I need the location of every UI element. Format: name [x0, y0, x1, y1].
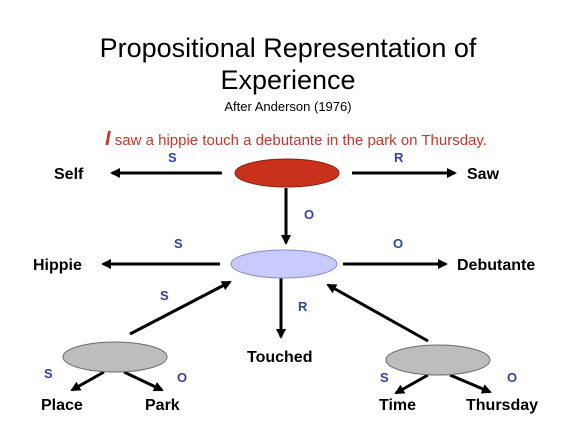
arrow-place-node-to-middle	[129, 280, 232, 336]
time-proposition-node	[385, 344, 491, 376]
arrow-thursday	[449, 373, 492, 394]
edge-label-mid-s: S	[174, 236, 183, 251]
edge-label-mid-o: O	[393, 236, 403, 251]
node-label-self: Self	[54, 166, 84, 183]
example-sentence: I saw a hippie touch a debutante in the …	[0, 128, 576, 151]
edge-label-time-s: S	[380, 370, 389, 385]
arrow-place	[70, 370, 105, 392]
edge-label-top-o: O	[304, 207, 314, 222]
title-line-1: Propositional Representation of	[99, 33, 477, 63]
arrow-time-node-to-middle	[326, 283, 429, 343]
sentence-emphasis: I	[105, 128, 111, 150]
arrow-time	[394, 373, 429, 395]
top-proposition-node	[234, 158, 340, 188]
edge-label-place-link-s: S	[160, 288, 169, 303]
diagram-title: Propositional Representation of Experien…	[0, 32, 576, 96]
arrow-park	[123, 370, 164, 392]
edge-label-time-o: O	[507, 370, 517, 385]
middle-proposition-node	[230, 249, 338, 279]
node-label-hippie: Hippie	[33, 257, 82, 274]
node-label-saw: Saw	[467, 166, 500, 183]
node-label-debutante: Debutante	[457, 257, 535, 274]
node-label-time: Time	[379, 397, 416, 414]
edge-label-top-s: S	[168, 150, 177, 165]
edge-label-mid-r: R	[298, 299, 308, 314]
node-label-park: Park	[145, 397, 180, 414]
place-proposition-node	[62, 341, 168, 373]
subtitle: After Anderson (1976)	[224, 99, 352, 114]
edge-label-place-s: S	[44, 366, 53, 381]
edge-label-place-o: O	[177, 370, 187, 385]
sentence-rest: saw a hippie touch a debutante in the pa…	[110, 132, 487, 149]
node-label-place: Place	[41, 397, 83, 414]
title-line-2: Experience	[220, 65, 356, 95]
node-label-touched: Touched	[247, 349, 312, 366]
edge-label-top-r: R	[394, 150, 404, 165]
node-label-thursday: Thursday	[466, 397, 538, 414]
